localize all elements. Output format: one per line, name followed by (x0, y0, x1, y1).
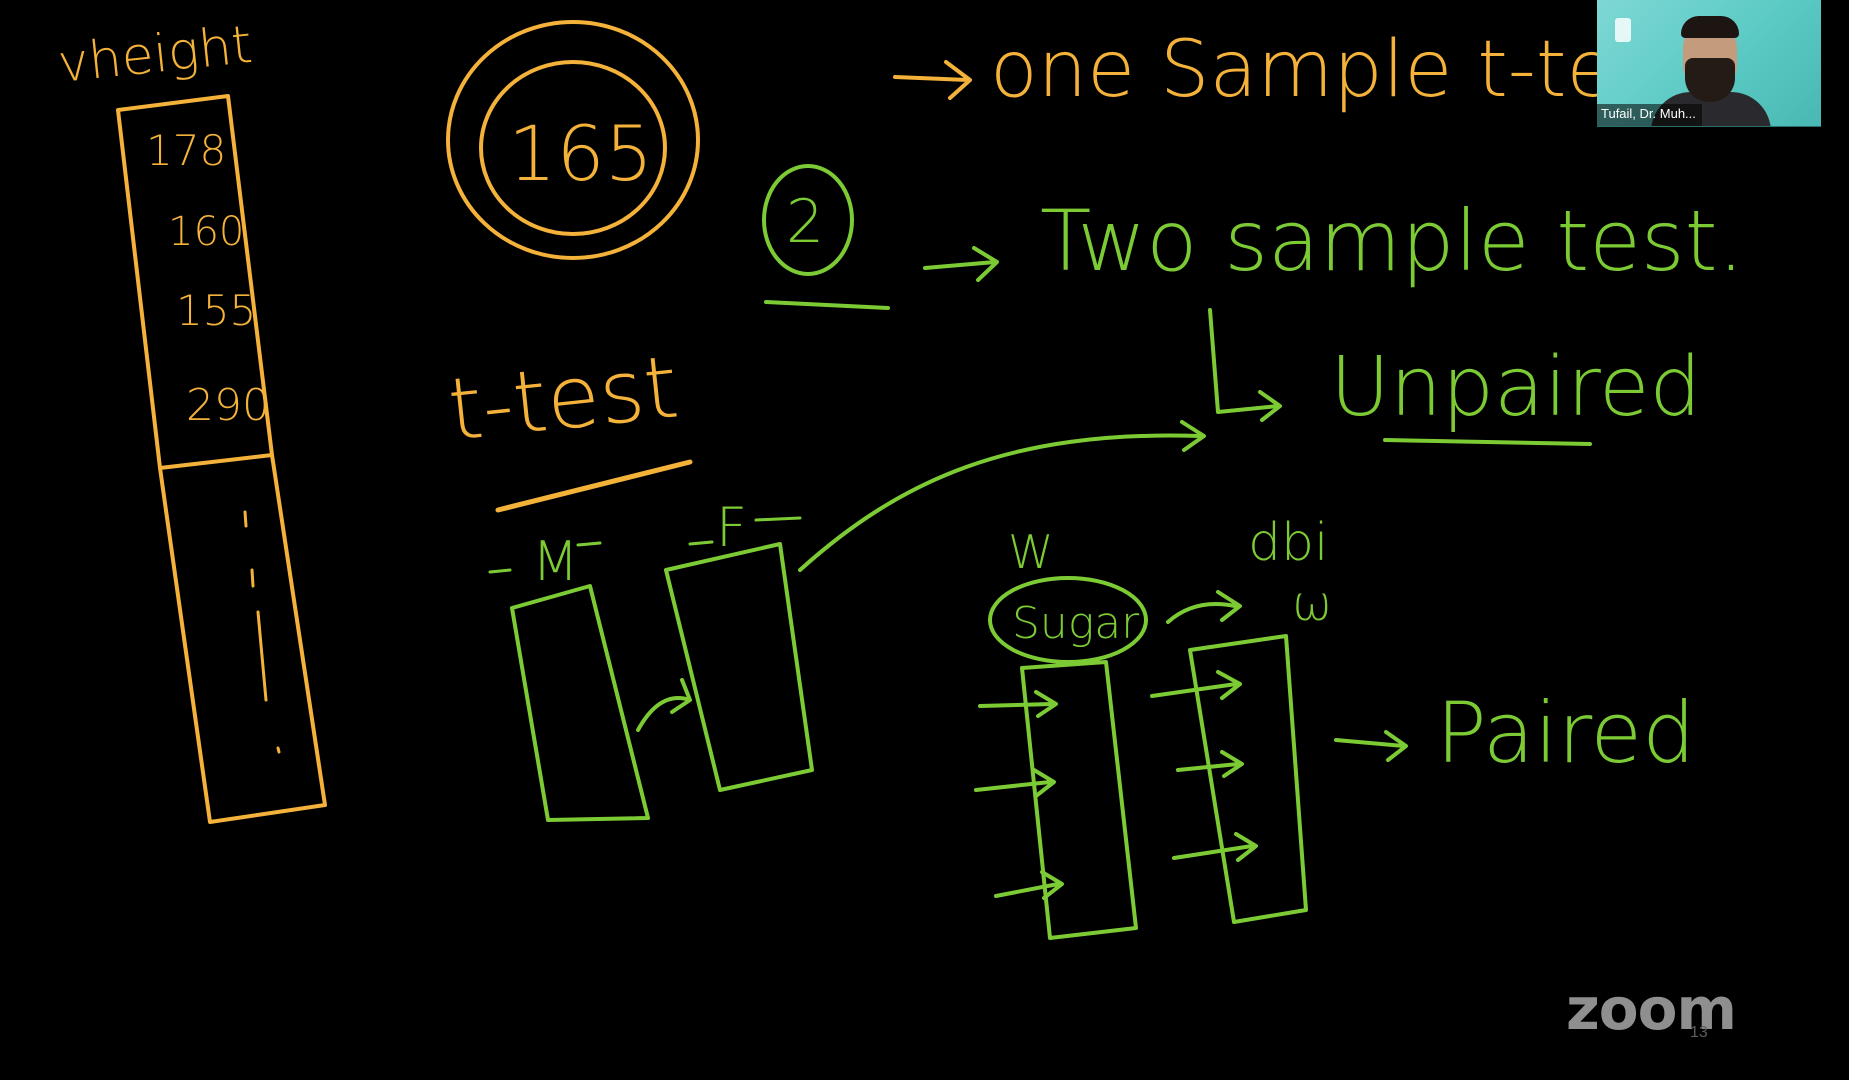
participant-hair (1681, 16, 1739, 38)
paired-label: Paired (1436, 684, 1695, 782)
circle-165-inner (479, 60, 667, 236)
slide-number: 13 (1690, 1024, 1708, 1041)
participant-name-tag: Tufail, Dr. Muh... (1597, 104, 1702, 126)
two-sample-arrow (923, 246, 999, 282)
female-label-dashes (688, 516, 802, 546)
height-ellipsis-marks (243, 510, 281, 754)
between-groups-arrow (636, 678, 692, 732)
height-value-2: 160 (168, 209, 244, 255)
participant-video-tile[interactable]: Tufail, Dr. Muh... (1597, 0, 1821, 127)
before-entry-arrows (974, 690, 1064, 900)
height-value-1: 178 (146, 126, 226, 175)
one-sample-arrow (893, 60, 972, 100)
green-ink-group: 2 Two sample test. Unpaired M F W dbi ω (488, 164, 1744, 940)
after-mark: ω (1292, 576, 1332, 632)
male-group-box (510, 584, 650, 822)
height-heading: vheight (55, 15, 255, 95)
t-test-label: t-test (444, 337, 683, 460)
circle-two (762, 164, 854, 276)
circled-value-165: 165 (508, 109, 653, 198)
zoom-logo: zoom (1566, 975, 1737, 1043)
female-label: F (716, 496, 747, 559)
after-paired-box (1188, 634, 1308, 924)
unpaired-underline (1383, 438, 1592, 446)
female-group-box (664, 542, 814, 792)
participant-beard (1685, 58, 1735, 102)
circled-number-two: 2 (786, 187, 824, 257)
sugar-arrow (1166, 590, 1242, 624)
height-column-box-lower (158, 453, 327, 824)
unpaired-label: Unpaired (1330, 340, 1701, 435)
two-underline (764, 300, 890, 310)
one-sample-label: one Sample t-test (990, 25, 1686, 115)
male-label-dashes (488, 541, 602, 574)
height-value-4: 290 (186, 380, 270, 431)
paired-arrow (1334, 730, 1408, 762)
male-label: M (532, 530, 579, 593)
background-light (1615, 18, 1631, 42)
unpaired-elbow-arrow (1208, 308, 1282, 422)
two-sample-label: Two sample test. (1040, 192, 1744, 290)
after-entry-arrows (1150, 670, 1258, 862)
circle-165-outer (446, 20, 700, 260)
sugar-label: Sugar (1012, 598, 1140, 649)
female-to-unpaired-arrow (798, 420, 1206, 572)
before-mark: W (1008, 525, 1053, 579)
yellow-ink-group: vheight 178 160 155 290 165 one Sample t… (55, 15, 1686, 824)
after-mark-top: dbi (1248, 513, 1328, 573)
sugar-circle (988, 576, 1148, 664)
height-value-3: 155 (176, 286, 256, 335)
before-paired-box (1020, 660, 1138, 940)
t-test-underline (495, 459, 693, 513)
